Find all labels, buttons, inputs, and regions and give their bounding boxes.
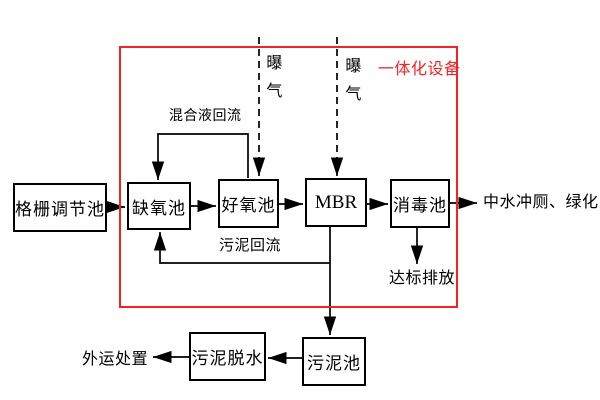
label-integrated-equipment: 一体化设备 — [378, 61, 461, 78]
label-standard-discharge: 达标排放 — [389, 270, 456, 287]
node-sludge-tank: 污泥池 — [302, 337, 366, 386]
node-anoxic-tank: 缺氧池 — [127, 182, 191, 230]
node-aerobic-tank: 好氧池 — [218, 179, 279, 228]
integrated-equipment-frame — [119, 46, 458, 308]
label-aeration-aerobic: 曝气 — [263, 54, 281, 110]
node-disinfection-tank: 消毒池 — [390, 179, 450, 228]
label-effluent-use: 中水冲厕、绿化 — [483, 194, 599, 211]
node-grid-adjust-tank: 格栅调节池 — [13, 183, 107, 232]
label-offsite-disposal: 外运处置 — [82, 351, 149, 368]
label-mixed-liquor-reflux: 混合液回流 — [169, 109, 242, 124]
node-label: 消毒池 — [393, 196, 447, 215]
arrow-sludge-reflux — [153, 232, 330, 264]
node-mbr: MBR — [305, 178, 367, 227]
node-label: MBR — [314, 191, 358, 213]
node-label: 污泥池 — [307, 354, 361, 373]
arrow-mixed-liquor-reflux — [151, 133, 249, 180]
label-sludge-reflux: 污泥回流 — [219, 238, 282, 254]
node-label: 缺氧池 — [132, 198, 186, 218]
node-label: 格栅调节池 — [15, 200, 105, 219]
label-aeration-mbr: 曝气 — [342, 57, 360, 113]
node-label: 污泥脱水 — [191, 349, 264, 368]
node-sludge-dewatering: 污泥脱水 — [189, 332, 266, 381]
node-label: 好氧池 — [221, 196, 276, 215]
